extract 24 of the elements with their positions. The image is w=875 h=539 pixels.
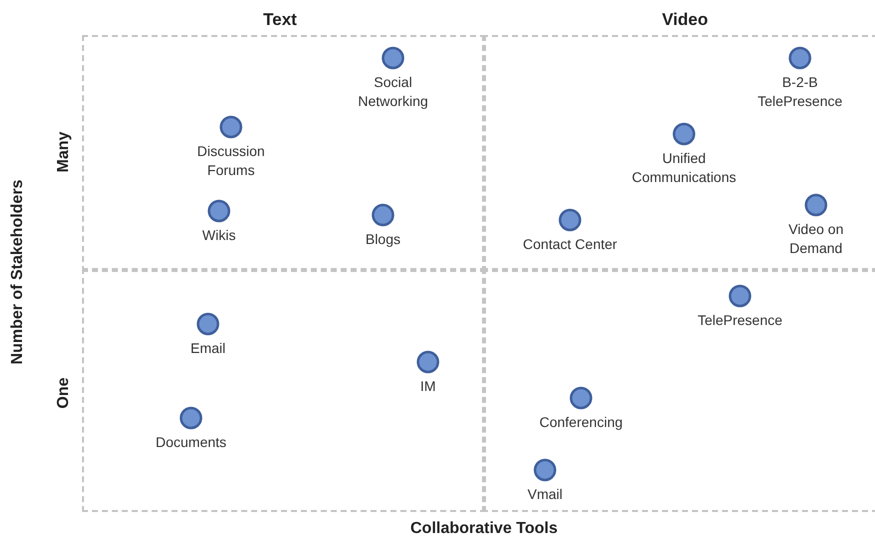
quadrant-panel [482, 268, 875, 512]
point-label: B-2-B TelePresence [756, 73, 844, 111]
point-label: Vmail [527, 485, 562, 504]
column-heading: Text [263, 10, 297, 30]
point-label: Video on Demand [787, 220, 844, 258]
axis-title: Number of Stakeholders [9, 180, 27, 364]
point-label: Discussion Forums [196, 142, 266, 180]
point-label: Email [190, 339, 226, 358]
row-heading: One [55, 377, 73, 409]
row-heading: Many [55, 132, 73, 172]
quadrant-panel [482, 35, 875, 272]
quadrant-panel [82, 35, 486, 272]
axis-title: Collaborative Tools [410, 520, 558, 538]
point-label: TelePresence [698, 311, 782, 330]
point-label: Conferencing [539, 413, 623, 432]
quadrant-panel [82, 268, 486, 512]
point-label: Contact Center [522, 235, 618, 254]
point-label: Wikis [202, 226, 236, 245]
point-label: Social Networking [356, 73, 430, 111]
column-heading: Video [662, 10, 708, 30]
point-label: Unified Communications [630, 149, 738, 187]
point-label: Blogs [365, 230, 401, 249]
point-label: IM [420, 377, 436, 396]
point-label: Documents [156, 433, 226, 452]
